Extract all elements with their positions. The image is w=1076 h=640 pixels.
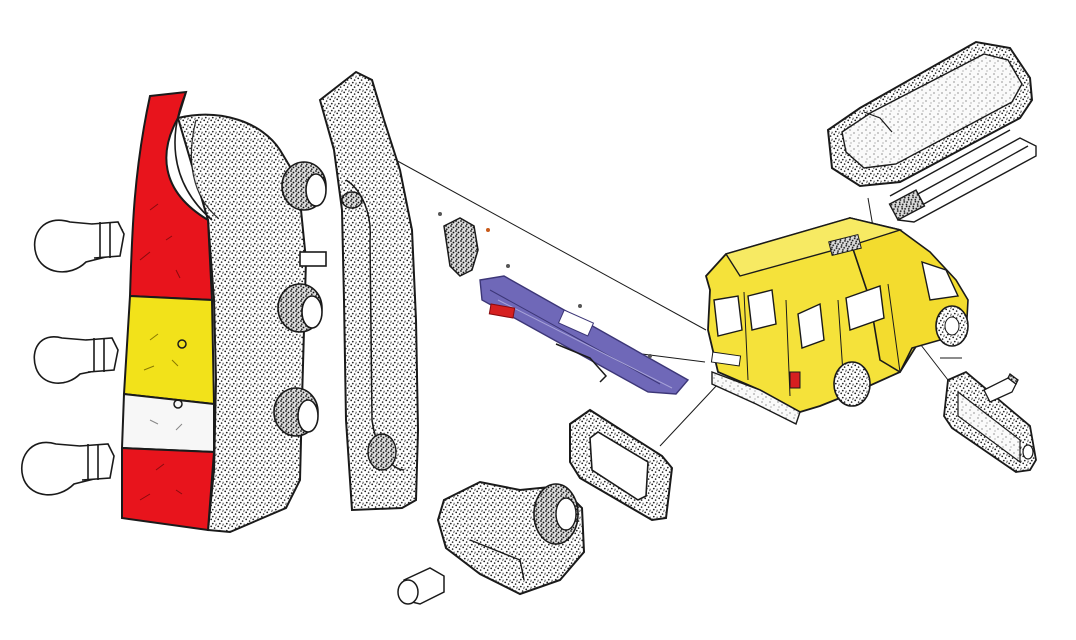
interior-lamp-bulb: [983, 373, 1019, 403]
bulb-bottom: [21, 441, 115, 496]
van-rear-window-right: [747, 289, 777, 331]
leader-lines: [391, 157, 962, 447]
bulb-middle: [33, 336, 119, 384]
roof-lamp: [826, 40, 1034, 188]
license-lamp-socket: [436, 480, 586, 596]
bulb-top: [33, 219, 125, 273]
van-side-window-2: [845, 285, 885, 331]
small-deflector: [438, 212, 490, 277]
lens-marks: [139, 203, 183, 501]
lens-white: [120, 392, 215, 454]
license-lamp-bulb: [397, 567, 445, 605]
interior-lamp-panel: [943, 370, 1037, 473]
license-lamp-frame: [569, 408, 674, 522]
van-rear-window-left: [713, 295, 743, 337]
van-cab-window: [921, 260, 960, 301]
tail-lamp-housing: [318, 70, 420, 512]
lamp-sockets: [273, 161, 327, 437]
van-wheel-rear: [833, 361, 871, 407]
tail-lamp-assembly: [120, 90, 327, 534]
van-roof: [724, 217, 903, 277]
lens-amber: [122, 294, 216, 406]
van: [704, 216, 969, 425]
lens-red-lower: [121, 446, 216, 532]
license-plate-bracket: [479, 264, 690, 395]
van-side-window-1: [797, 302, 825, 349]
roof-lamp-tubes: [888, 129, 1037, 223]
